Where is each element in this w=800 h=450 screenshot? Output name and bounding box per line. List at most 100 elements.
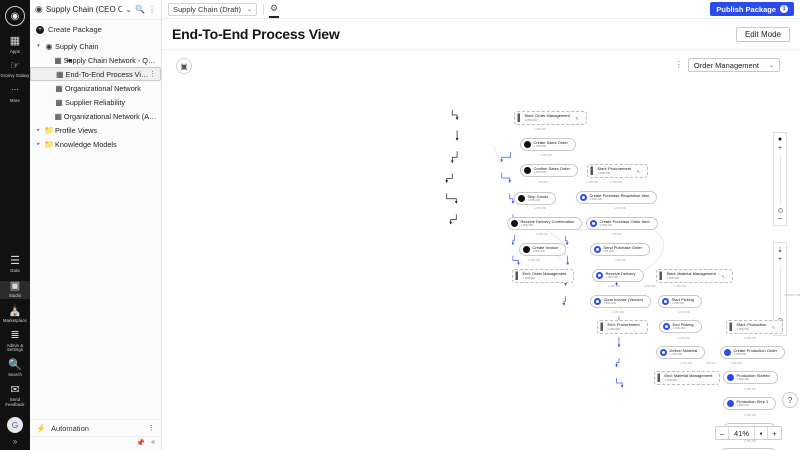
activity-gear-icon <box>596 272 603 279</box>
publish-package-button[interactable]: Publish Package 1 <box>710 2 794 16</box>
create-package-button[interactable]: + Create Package <box>30 20 161 38</box>
edge-label: 768,300 <box>612 233 622 236</box>
slider-track[interactable] <box>779 267 781 314</box>
graph-edge <box>450 151 458 164</box>
graph-edge <box>511 235 515 246</box>
gear-icon[interactable]: ⚙ <box>268 3 280 18</box>
zoom-fit-button[interactable]: ▪ <box>755 427 768 439</box>
kebab-icon[interactable]: ⋮ <box>149 71 156 78</box>
slider-track[interactable] <box>779 156 781 204</box>
graph-edge-labels: 1,058,300 1,058,300 768,300 1,058,300 1,058,… <box>162 50 800 450</box>
activity-slider[interactable]: ● + – <box>773 132 787 226</box>
edit-pencil-icon[interactable]: ✎ <box>636 168 640 174</box>
sidebar-item-label: Knowledge Models <box>55 139 117 149</box>
sidebar-item-supplier-reliability[interactable]: ▦Supplier Reliability <box>30 95 161 109</box>
collapse-icon[interactable]: « <box>151 439 155 446</box>
slider-plus-icon[interactable]: + <box>777 145 783 152</box>
rail-item-studio[interactable]: ▣ Studio <box>0 279 30 299</box>
kebab-icon[interactable]: ⋮ <box>148 5 156 14</box>
edit-mode-label: Edit Mode <box>744 29 781 39</box>
search-icon: 🔍 <box>8 358 22 371</box>
app-logo-icon[interactable]: ◉ <box>5 6 25 26</box>
fit-to-screen-icon[interactable]: ▣ <box>176 58 192 74</box>
edge-label: 768,300 <box>538 181 548 184</box>
slider-plus-icon[interactable]: + <box>777 256 783 263</box>
sidebar-item-supply-chain[interactable]: ▾◉Supply Chain <box>30 39 161 53</box>
process-canvas[interactable]: ▣ ⋮ Order Management ⌄ ● + – ⇣ + <box>162 49 800 450</box>
graph-edge <box>565 235 569 246</box>
edge-label: 1,018,400 <box>644 285 656 288</box>
chevron-toggle-icon[interactable]: ▾ <box>37 43 40 49</box>
rail-item-send-feedback[interactable]: ✉ Send Feedback <box>0 384 30 407</box>
rail-item-marketplace[interactable]: ⛪ Marketplace <box>0 305 30 324</box>
sidebar-item-profile-views[interactable]: ▸📁Profile Views <box>30 123 161 137</box>
search-icon[interactable]: 🔍 <box>135 5 145 14</box>
rail-item-more[interactable]: ⋯ More <box>0 85 30 104</box>
draft-selector[interactable]: Supply Chain (Draft) ⌄ <box>168 2 257 16</box>
pin-icon[interactable]: 📌 <box>136 440 146 447</box>
rail-item-search[interactable]: 🔍 Search <box>0 358 30 378</box>
package-icon: ◉ <box>45 41 53 51</box>
process-filter-select[interactable]: Order Management ⌄ <box>687 58 780 72</box>
activity-gear-icon <box>580 194 587 201</box>
node-count: 1,058,300 <box>533 170 546 175</box>
avatar[interactable]: G <box>7 417 23 433</box>
edge-label: 1,058,300 <box>610 181 622 184</box>
graph-edge-cross <box>493 146 501 162</box>
chevron-right-double-icon[interactable]: » <box>12 437 18 446</box>
edit-pencil-icon[interactable]: ✎ <box>575 115 579 121</box>
node-count: 1,058,300 <box>733 352 746 357</box>
rail-item-groovy-galaxy[interactable]: ☞ Groovy Galaxy <box>0 60 30 79</box>
activity-dot-icon <box>524 141 531 148</box>
sidebar-item-organizational-network-after[interactable]: ▦Organizational Network (After) <box>30 109 161 123</box>
rail-item-apps[interactable]: ▦ Apps <box>0 35 30 54</box>
sidebar-item-automation[interactable]: ⚡ Automation ⋮ <box>30 420 161 436</box>
sidebar-item-end-to-end-process-view[interactable]: ▦End-To-End Process View⋮ <box>30 67 161 81</box>
help-icon[interactable]: ? <box>782 392 798 408</box>
activity-gear-icon <box>663 323 670 330</box>
kebab-icon[interactable]: ⋮ <box>148 425 155 432</box>
slider-knob[interactable] <box>777 208 783 213</box>
studio-icon: ▣ <box>9 279 21 292</box>
edit-pencil-icon[interactable]: ✎ <box>771 324 776 330</box>
rail-item-admin-settings[interactable]: ≣ Admin & Settings <box>0 330 30 352</box>
zoom-in-button[interactable]: + <box>772 428 777 438</box>
edit-pencil-icon[interactable]: ✎ <box>721 273 725 279</box>
edit-mode-button[interactable]: Edit Mode <box>735 26 790 42</box>
chevron-down-icon[interactable]: ⌄ <box>125 5 133 14</box>
zoom-out-button[interactable]: – <box>716 427 729 439</box>
sidebar-item-organizational-network[interactable]: ▦Organizational Network <box>30 81 161 95</box>
sidebar-item-knowledge-models[interactable]: ▸📁Knowledge Models <box>30 137 161 151</box>
drag-handle-icon[interactable]: ⋮ <box>674 59 683 69</box>
node-count: 1,058,300 <box>666 275 679 280</box>
process-node[interactable]: Clear Invoice (Vendor)1,058,300 <box>590 295 652 309</box>
activity-gear-icon <box>662 298 669 305</box>
chevron-toggle-icon[interactable]: ▸ <box>37 127 40 133</box>
slider-minus-icon[interactable]: – <box>778 215 782 222</box>
rail-item-data[interactable]: ☰ Data <box>0 255 30 274</box>
sidebar-item-supply-chain-network-q4-21[interactable]: ▦Supply Chain Network - Q4 '21 <box>30 53 161 67</box>
chevron-toggle-icon[interactable]: ▸ <box>37 141 40 147</box>
